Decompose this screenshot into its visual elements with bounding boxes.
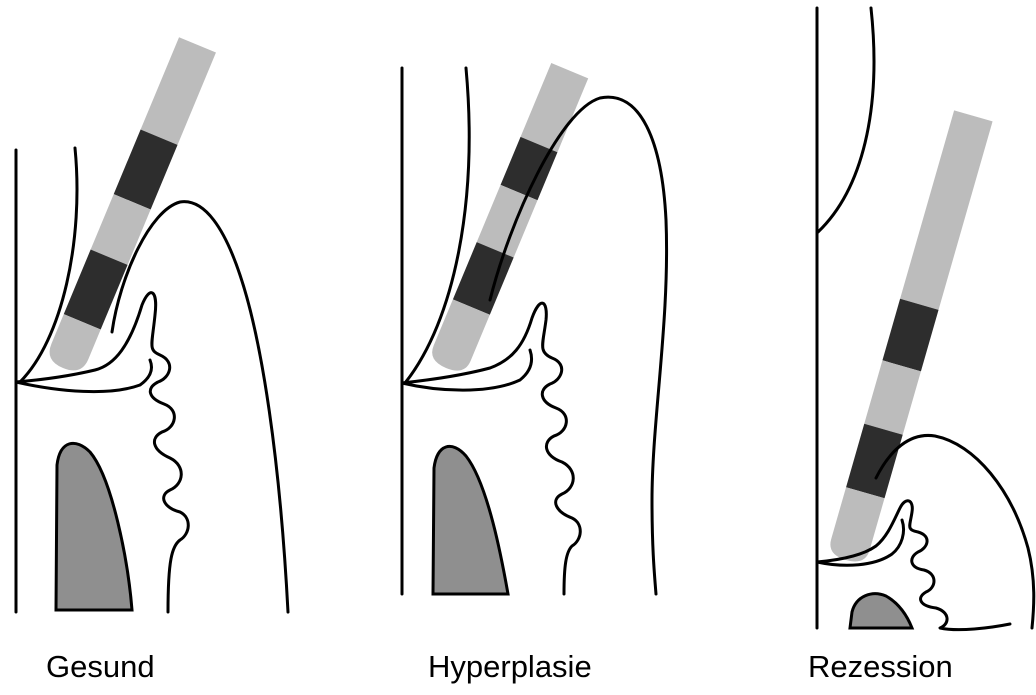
- probe-segment-dark: [64, 250, 128, 330]
- panel-healthy: [16, 37, 288, 612]
- probe-segment-light: [521, 63, 589, 152]
- panel-caption-hyperplasia: Hyperplasie: [428, 651, 592, 682]
- panel-recession: [817, 8, 1034, 630]
- probe-segment-light: [864, 360, 921, 434]
- tooth-crown-contour: [818, 8, 874, 232]
- alveolar-bone: [433, 446, 508, 594]
- periodontal-probe: [45, 37, 216, 375]
- alveolar-bone: [56, 443, 132, 610]
- probe-segment-dark: [846, 424, 903, 498]
- periodontal-probe: [428, 63, 589, 376]
- probe-segment-light: [900, 110, 992, 309]
- probe-segment-dark: [114, 130, 178, 210]
- panel-caption-recession: Rezession: [808, 651, 953, 682]
- probe-segment-dark: [882, 299, 938, 372]
- gingiva-outline: [112, 202, 288, 612]
- panel-hyperplasia: [402, 63, 667, 594]
- panel-caption-healthy: Gesund: [46, 651, 155, 682]
- probe-segment-light: [141, 37, 216, 145]
- gingiva-outline: [876, 435, 1034, 628]
- periodontal-probe: [827, 110, 993, 565]
- alveolar-bone: [850, 594, 912, 628]
